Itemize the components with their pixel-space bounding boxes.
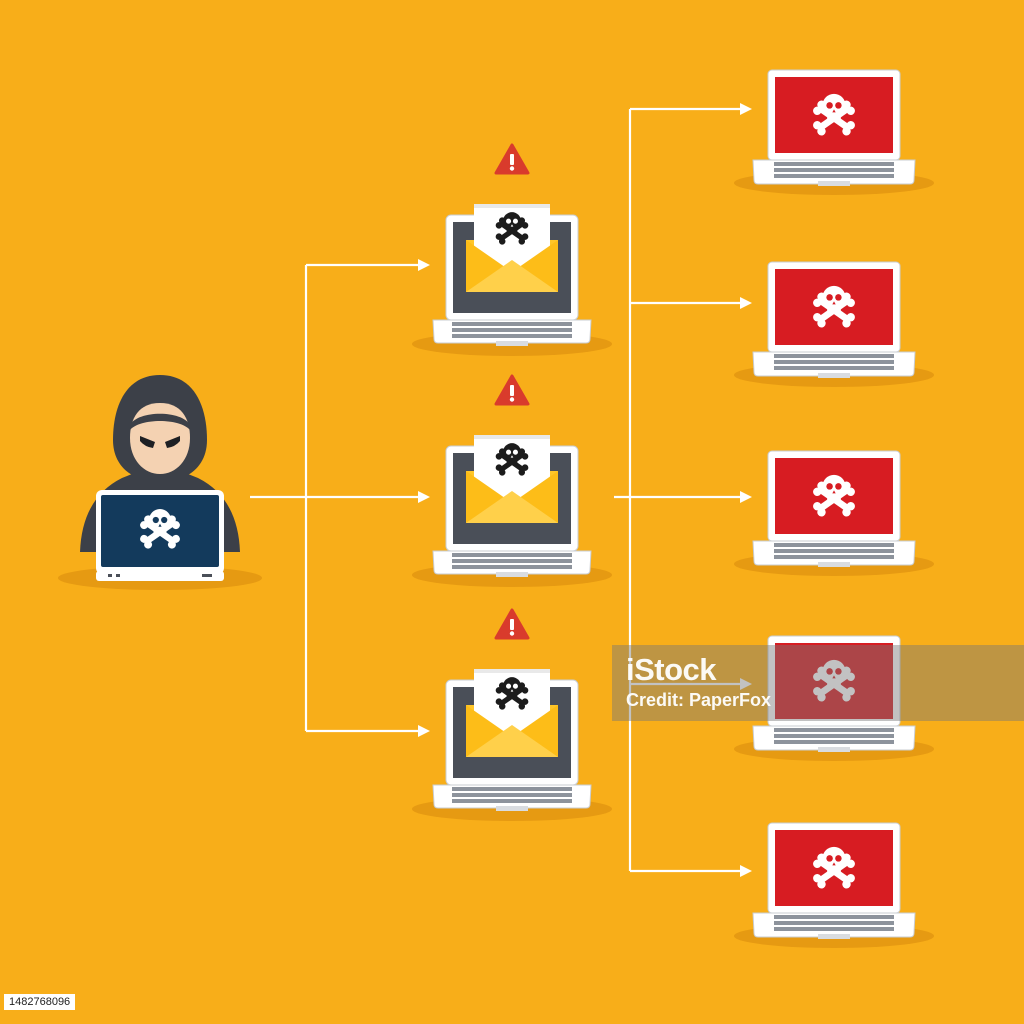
watermark-credit: Credit: PaperFox xyxy=(626,690,772,710)
arrowhead-icon xyxy=(418,259,430,271)
infected-laptop-2 xyxy=(734,262,934,387)
arrowhead-icon xyxy=(740,297,752,309)
arrowhead-icon xyxy=(418,725,430,737)
infected-laptop-1 xyxy=(734,70,934,195)
infected-laptop-5 xyxy=(734,823,934,948)
attack-connectors xyxy=(250,107,742,873)
phishing-email-laptop-1 xyxy=(412,145,612,356)
stock-image-id: 1482768096 xyxy=(4,994,76,1010)
hacker-left-eye xyxy=(140,436,155,448)
arrowhead-icon xyxy=(740,491,752,503)
infected-laptop-3 xyxy=(734,451,934,576)
phishing-email-laptop-2 xyxy=(412,376,612,587)
hooded-hacker-icon xyxy=(58,375,262,590)
hacker-right-eye xyxy=(165,436,180,448)
arrowhead-icon xyxy=(740,103,752,115)
arrowheads xyxy=(418,103,752,877)
arrowhead-icon xyxy=(740,865,752,877)
watermark-brand: iStock xyxy=(626,652,717,687)
phishing-email-laptop-3 xyxy=(412,610,612,821)
arrowhead-icon xyxy=(740,678,752,690)
arrowhead-icon xyxy=(418,491,430,503)
watermark-banner xyxy=(612,645,1024,721)
